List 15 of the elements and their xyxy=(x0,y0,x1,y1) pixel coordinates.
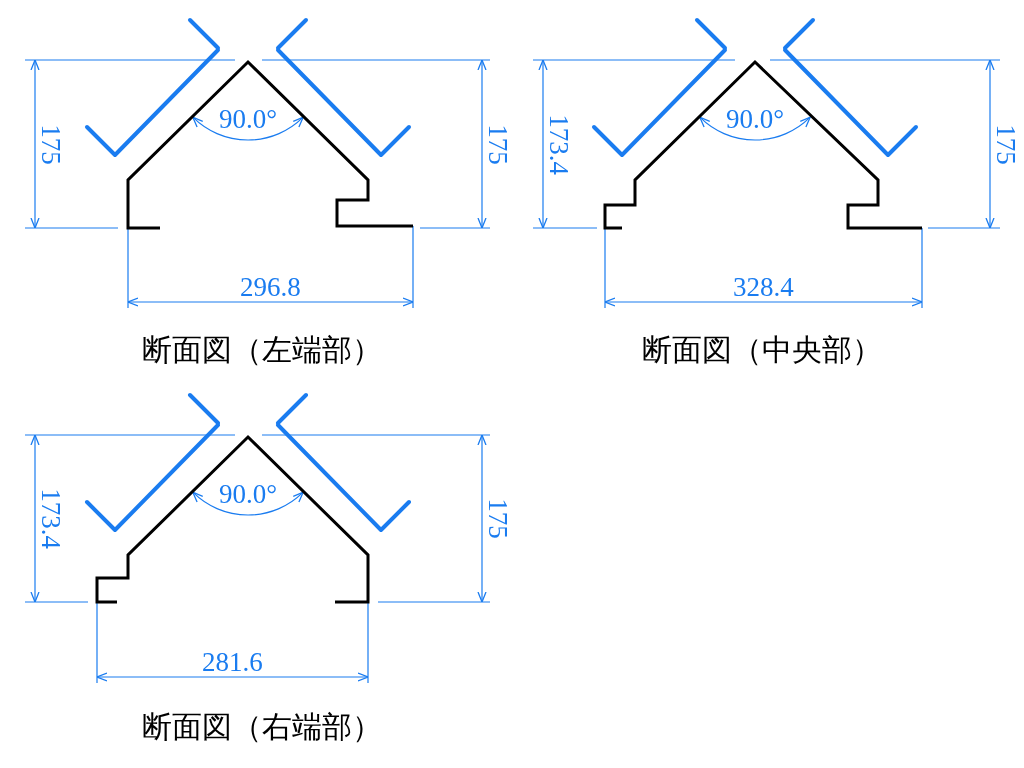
section-caption: 断面図（中央部） xyxy=(642,335,882,365)
angle-dimension: 90.0° xyxy=(219,480,278,508)
width-dimension: 281.6 xyxy=(202,648,263,676)
height-dimension: 175 xyxy=(991,123,1019,165)
height-dimension: 173.4 xyxy=(36,488,64,549)
height-dimension: 175 xyxy=(36,123,64,165)
section-caption: 断面図（右端部） xyxy=(142,712,382,742)
height-dimension: 175 xyxy=(483,123,511,165)
height-dimension: 175 xyxy=(483,498,511,539)
width-dimension: 296.8 xyxy=(240,273,301,301)
section-caption: 断面図（左端部） xyxy=(142,335,382,365)
height-dimension: 173.4 xyxy=(544,113,572,175)
angle-dimension: 90.0° xyxy=(219,105,278,133)
width-dimension: 328.4 xyxy=(733,273,794,301)
angle-dimension: 90.0° xyxy=(726,105,785,133)
